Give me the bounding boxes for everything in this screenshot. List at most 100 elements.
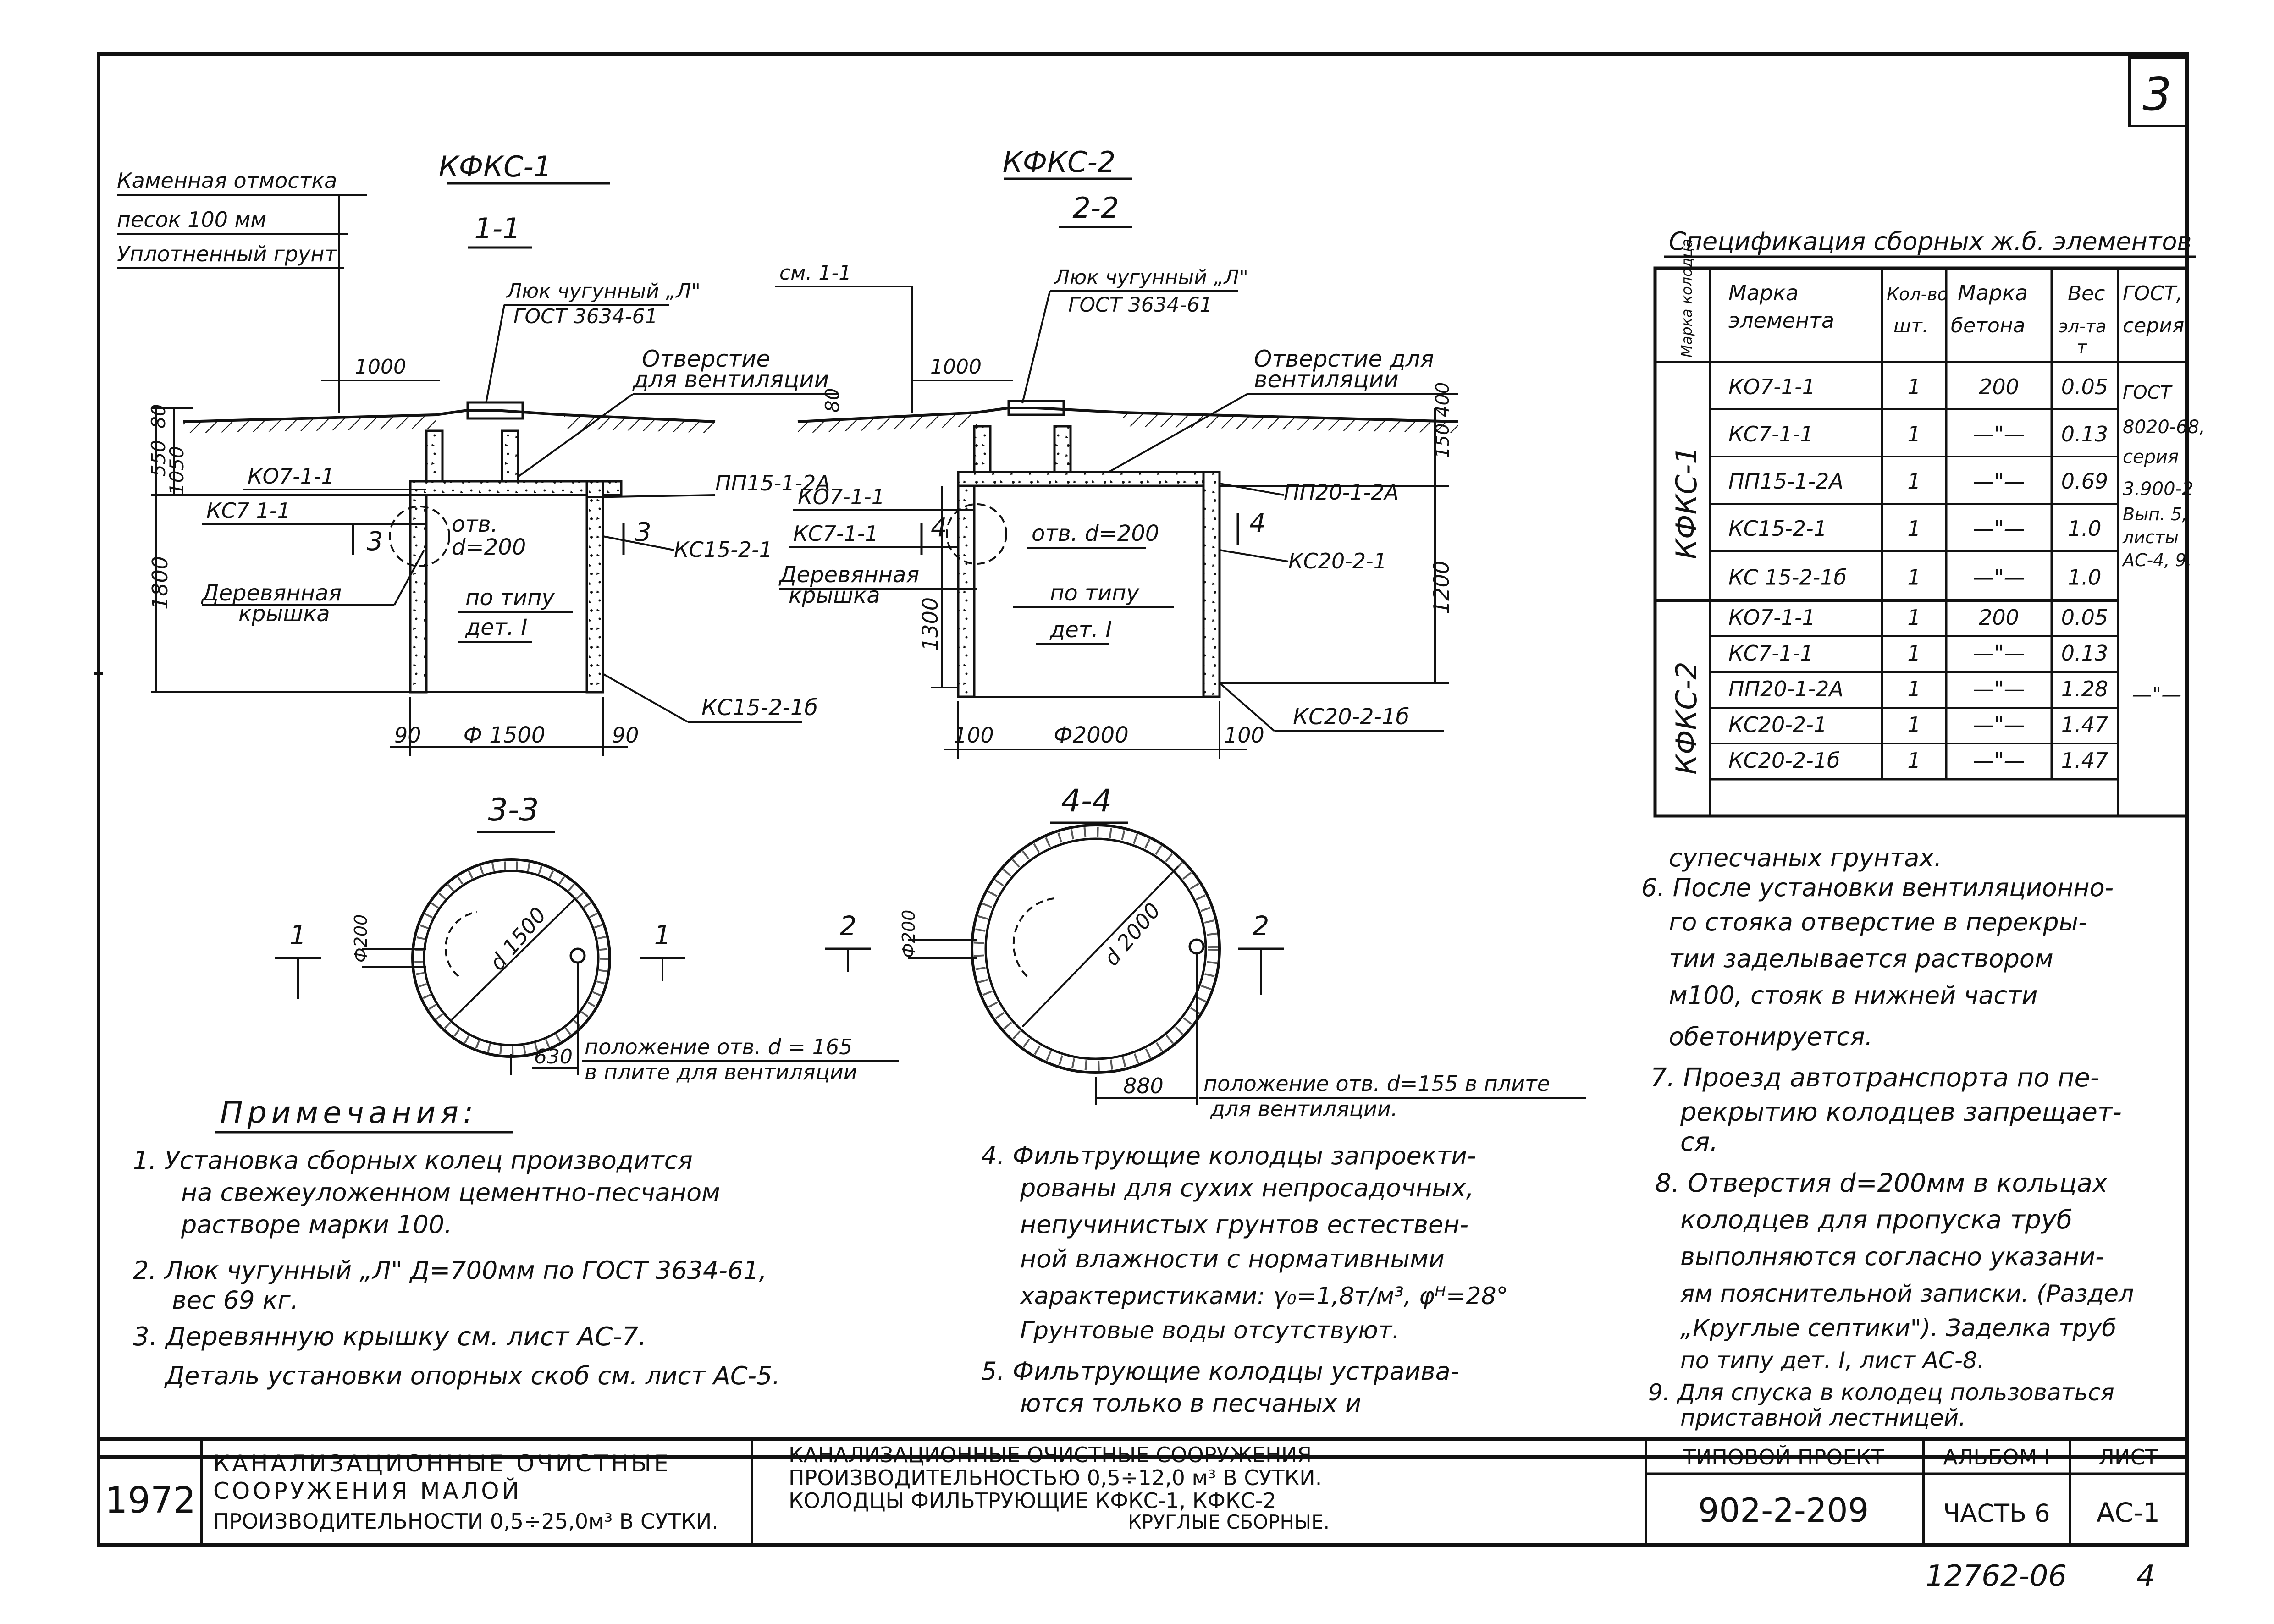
ko-label-left: КО7-1-1: [248, 464, 335, 489]
hatch-gost-left: ГОСТ 3634-61: [513, 305, 658, 328]
spec-table: Спецификация сборных ж.б. элементов Марк…: [1653, 227, 2205, 818]
plan-4-note-2: для вентиляции.: [1210, 1096, 1397, 1121]
note-7a: 7. Проезд автотранспорта по пе-: [1650, 1063, 2099, 1093]
layer-label-soil: Уплотненный грунт: [117, 242, 337, 266]
note-4b: рованы для сухих непросадочных,: [1020, 1173, 1474, 1202]
spec-cell-mark: КС20-2-1б: [1728, 748, 1840, 773]
spec-group-1: КФКС-1: [1670, 446, 1703, 559]
dim-80-right: 80: [821, 388, 844, 413]
spec-cell-conc: —"—: [1973, 677, 2025, 701]
plan-3-cut-right: 1: [654, 919, 671, 951]
spec-header-c3b: бетона: [1951, 314, 2026, 337]
spec-header-c5b: серия: [2123, 314, 2184, 337]
bottom-stamp-page: 4: [2136, 1559, 2155, 1593]
section-1-1: КФКС-1 1-1 Каменная отмостка песок 100 м…: [117, 150, 839, 756]
spec-gost-2: 8020-68,: [2123, 417, 2205, 438]
spec-header-c1b: элемента: [1728, 308, 1834, 333]
section-label-2-2: 2-2: [1072, 191, 1119, 225]
spec-cell-mark: КО7-1-1: [1728, 374, 1816, 399]
ko-label-right: КО7-1-1: [798, 484, 885, 509]
plan-3-note-2: в плите для вентиляции: [585, 1060, 857, 1085]
tb-year: 1972: [105, 1480, 196, 1521]
note-5a: 5. Фильтрующие колодцы устраива-: [981, 1357, 1459, 1386]
slab-label-left: ПП15-1-2А: [715, 471, 830, 495]
tb-album-value: ЧАСТЬ 6: [1943, 1499, 2050, 1528]
layer-label-sand: песок 100 мм: [117, 207, 266, 232]
spec-cell-w: 0.13: [2061, 422, 2108, 446]
spec-group-2: КФКС-2: [1670, 661, 1703, 775]
spec-cell-qty: 1: [1907, 374, 1921, 399]
hole-label-left-1: отв.: [452, 512, 498, 537]
tb-title-1: КАНАЛИЗАЦИОННЫЕ ОЧИСТНЫЕ СООРУЖЕНИЯ: [789, 1442, 1312, 1467]
spec-header-c4b: эл-та: [2059, 316, 2106, 336]
layer-label-stone: Каменная отмостка: [117, 168, 337, 193]
note-6e: обетонируется.: [1669, 1022, 1873, 1051]
note-7b: рекрытию колодцев запрещает-: [1680, 1097, 2122, 1127]
note-1b: на свежеуложенном цементно-песчаном: [181, 1178, 720, 1207]
plan-4-dim-880: 880: [1123, 1073, 1164, 1098]
bottom-ring-left: КС15-2-1б: [701, 695, 818, 721]
dim-1800-left: 1800: [148, 556, 172, 610]
dim-1000-right: 1000: [930, 355, 982, 379]
tb-title-2: ПРОИЗВОДИТЕЛЬНОСТЬЮ 0,5÷12,0 м³ В СУТКИ.: [789, 1465, 1322, 1490]
spec-cell-qty: 1: [1907, 605, 1921, 630]
spec-gost-6: листы: [2122, 527, 2179, 547]
note-1a: 1. Установка сборных колец производится: [133, 1146, 693, 1175]
plan-4-title: 4-4: [1061, 783, 1112, 819]
tb-title-3: КОЛОДЦЫ ФИЛЬТРУЮЩИЕ КФКС-1, КФКС-2: [789, 1488, 1276, 1513]
dim-100-right-b: 100: [1224, 723, 1264, 748]
tb-sheet-label: ЛИСТ: [2098, 1445, 2158, 1470]
spec-cell-w: 1.47: [2061, 748, 2108, 773]
spec-header-c4c: т: [2077, 337, 2088, 357]
plan-4-cut-right: 2: [1253, 910, 1269, 941]
spec-cell-mark: КС7-1-1: [1728, 422, 1814, 446]
note-5c: супесчаных грунтах.: [1669, 843, 1942, 872]
well-label-kfks2: КФКС-2: [1003, 145, 1116, 179]
tb-title-4: КРУГЛЫЕ СБОРНЫЕ.: [1128, 1511, 1330, 1533]
ring-label-right: КС20-2-1: [1288, 549, 1387, 573]
note-8a: 8. Отверстия d=200мм в кольцах: [1655, 1168, 2108, 1198]
plan-3-3: 3-3 d 1500 Ф200 1 1 630 положение отв. d…: [275, 792, 899, 1085]
spec-cell-qty: 1: [1907, 677, 1921, 701]
note-9b: приставной лестницей.: [1680, 1404, 1966, 1431]
spec-cell-conc: —"—: [1973, 565, 2025, 589]
dim-90-left-b: 90: [612, 723, 639, 748]
note-7c: ся.: [1680, 1127, 1718, 1157]
spec-cell-mark: КО7-1-1: [1728, 605, 1816, 630]
section-label-1-1: 1-1: [474, 212, 520, 245]
tb-proj-label: ТИПОВОЙ ПРОЕКТ: [1683, 1445, 1884, 1470]
tb-org-3: ПРОИЗВОДИТЕЛЬНОСТИ 0,5÷25,0м³ В СУТКИ.: [213, 1509, 718, 1534]
spec-cell-conc: —"—: [1973, 516, 2025, 541]
note-8b: колодцев для пропуска труб: [1680, 1205, 2072, 1235]
plan-4-hole: Ф200: [899, 910, 919, 958]
tb-org-2: СООРУЖЕНИЯ МАЛОЙ: [213, 1477, 522, 1504]
dim-diam-left: Ф 1500: [464, 722, 546, 748]
dim-1300-right: 1300: [918, 597, 943, 651]
spec-cell-mark: КС20-2-1: [1728, 712, 1827, 737]
vent-label-left-2: для вентиляции: [632, 366, 829, 393]
note-3b: Деталь установки опорных скоб см. лист А…: [164, 1361, 780, 1390]
spec-cell-qty: 1: [1907, 565, 1921, 589]
note-4a: 4. Фильтрующие колодцы запроекти-: [981, 1141, 1476, 1170]
dim-diam-right: Ф2000: [1054, 722, 1128, 748]
note-8e: „Круглые септики"). Заделка труб: [1680, 1315, 2116, 1342]
kc-label-left: КС7 1-1: [206, 498, 291, 523]
spec-cell-conc: —"—: [1973, 748, 2025, 773]
spec-gost-2-ditto: —"—: [2132, 683, 2181, 706]
note-4d: ной влажности с нормативными: [1020, 1244, 1445, 1273]
note-5b: ются только в песчаных и: [1020, 1389, 1361, 1418]
note-8f: по типу дет. I, лист АС-8.: [1680, 1347, 1985, 1374]
type-label-right-2: дет. I: [1049, 617, 1112, 643]
spec-cell-qty: 1: [1907, 748, 1921, 773]
type-label-right-1: по типу: [1050, 580, 1140, 606]
spec-cell-w: 0.05: [2061, 605, 2108, 630]
plan-4-note-1: положение отв. d=155 в плите: [1203, 1071, 1550, 1096]
spec-cell-mark: ПП15-1-2А: [1728, 469, 1843, 494]
spec-cell-w: 0.05: [2061, 374, 2108, 399]
note-6a: 6. После установки вентиляционно-: [1641, 873, 2114, 902]
dim-1050-left: 1050: [166, 446, 188, 495]
note-3a: 3. Деревянную крышку см. лист АС-7.: [133, 1322, 646, 1352]
spec-gost-1: ГОСТ: [2123, 382, 2173, 403]
notes: Примечания: 1. Установка сборных колец п…: [133, 843, 2134, 1431]
hatch-label-right: Люк чугунный „Л": [1054, 266, 1248, 289]
